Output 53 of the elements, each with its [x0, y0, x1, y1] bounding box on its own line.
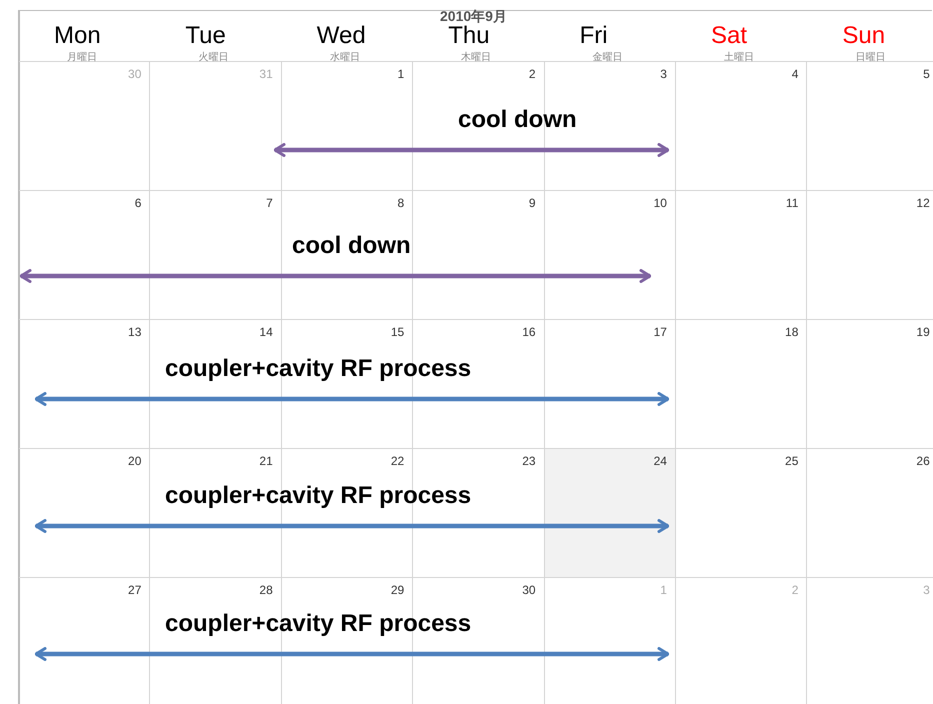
day-number: 4: [792, 67, 798, 81]
day-number: 17: [654, 325, 667, 339]
day-number: 21: [259, 454, 273, 468]
day-number: 11: [786, 196, 798, 210]
duration-label: cool down: [292, 232, 411, 260]
day-number: 6: [134, 196, 142, 210]
weekday-name: 木曜日: [461, 50, 492, 64]
day-number: 23: [522, 454, 536, 468]
day-number: 8: [398, 196, 404, 210]
day-number: 19: [916, 325, 930, 339]
day-number: 5: [923, 67, 930, 81]
day-number: 30: [522, 583, 536, 597]
weekday-name: 日曜日: [855, 51, 886, 64]
weekday-name: 月曜日: [67, 51, 97, 64]
weekday-name: Wed: [316, 22, 366, 50]
weekday-name: Sat: [711, 22, 748, 50]
day-number: 13: [128, 325, 142, 339]
day-number: 29: [390, 583, 404, 597]
day-number: 7: [266, 196, 273, 210]
day-number: 3: [923, 583, 930, 597]
weekday-name: Mon: [54, 22, 101, 50]
day-number: 14: [259, 325, 273, 339]
day-number: 18: [785, 325, 798, 339]
day-number: 27: [128, 583, 142, 597]
day-number: 9: [528, 196, 536, 210]
weekday-name: 金曜日: [592, 51, 623, 64]
weekday-name: Tue: [185, 22, 226, 50]
weekday-name: 火曜日: [198, 50, 228, 64]
day-number: 1: [398, 67, 404, 81]
day-number: 1: [660, 583, 667, 597]
day-number: 16: [522, 325, 536, 339]
day-number: 10: [654, 196, 667, 210]
day-number: 12: [916, 196, 930, 210]
duration-label: coupler+cavity RF process: [165, 610, 472, 638]
day-number: 15: [390, 325, 404, 339]
duration-label: coupler+cavity RF process: [165, 482, 472, 510]
weekday-name: 水曜日: [330, 50, 360, 64]
day-number: 22: [390, 454, 404, 468]
weekday-name: Sun: [842, 22, 886, 50]
day-number: 25: [785, 454, 798, 468]
duration-label: cool down: [458, 106, 577, 134]
day-number: 31: [259, 67, 273, 81]
day-number: 2: [792, 583, 798, 597]
weekday-name: Fri: [580, 22, 608, 50]
duration-label: coupler+cavity RF process: [165, 355, 472, 383]
day-number: 30: [128, 67, 142, 81]
day-number: 20: [128, 454, 142, 468]
day-number: 3: [660, 67, 667, 81]
day-number: 26: [916, 454, 930, 468]
weekday-name: 土曜日: [724, 50, 754, 64]
day-number: 28: [259, 583, 273, 597]
day-number: 24: [654, 454, 667, 468]
day-number: 2: [528, 67, 536, 81]
